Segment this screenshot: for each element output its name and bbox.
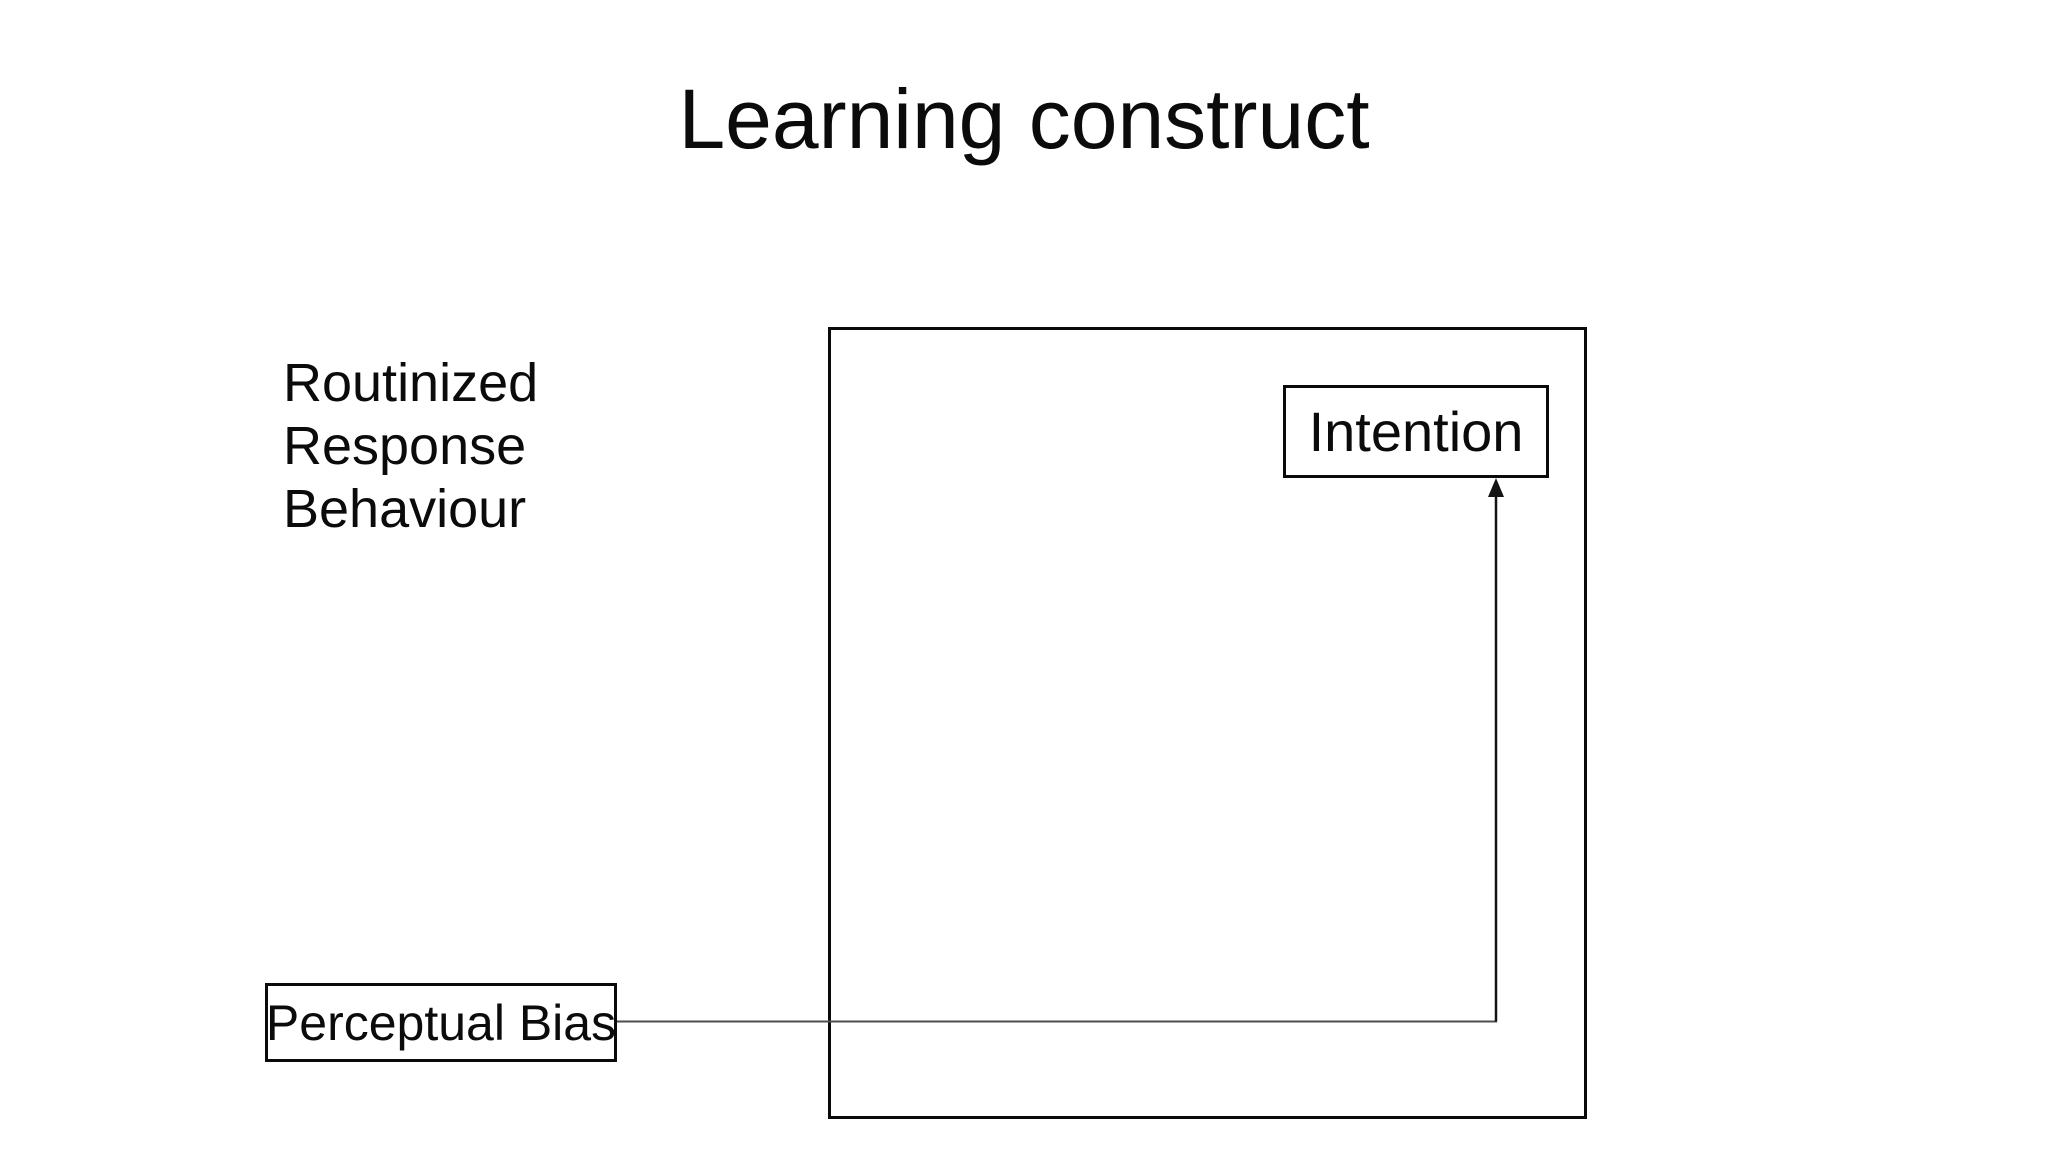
page-title: Learning construct xyxy=(678,72,1370,166)
perceptual-bias-label: Perceptual Bias xyxy=(265,994,617,1051)
intention-label: Intention xyxy=(1308,400,1524,463)
learning-construct-frame xyxy=(828,327,1587,1119)
routinized-response-behaviour-label: Routinized Response Behaviour xyxy=(283,353,539,539)
perceptual-bias-box: Perceptual Bias xyxy=(265,983,617,1062)
intention-box: Intention xyxy=(1283,385,1549,478)
